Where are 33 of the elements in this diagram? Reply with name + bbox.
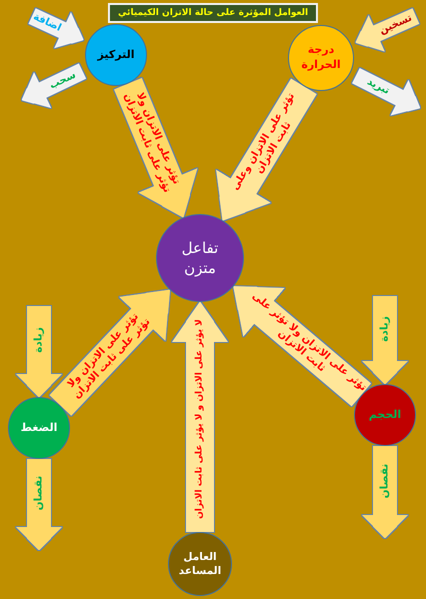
edge-label: لا يؤثر على الاتزان و لا يؤثر على ثابت الاتزان (194, 319, 206, 519)
edge-label: اضافة (31, 11, 64, 35)
block-arrow (362, 446, 408, 538)
edge-label: تسخين (378, 12, 414, 38)
edge-label: سحب (48, 69, 78, 92)
title-banner: العوامل المؤثرة على حالة الاتزان الكيميائي (108, 3, 318, 23)
block-arrow (233, 286, 372, 406)
block-arrow (22, 63, 86, 108)
edge-label: زيادة (378, 316, 392, 342)
block-arrow (16, 306, 62, 397)
node-label: تفاعل متزن (180, 238, 220, 278)
node-label: العامل المساعد (178, 550, 222, 578)
edge-label: تؤثر على الاتزان وعلى ثابت الاتزان (229, 90, 298, 194)
edge-label: نقصان (32, 476, 46, 510)
block-arrow (355, 8, 420, 52)
edge-label: تؤثر على الاتزان ولا تؤثر على ثابت الاتزان (120, 90, 183, 196)
block-arrow (362, 296, 408, 384)
node-label: درجة الحرارة (300, 43, 342, 73)
block-arrow (49, 290, 170, 416)
edge-label: زيادة (32, 327, 46, 353)
block-arrow (352, 68, 420, 116)
node-label: الضغط (20, 420, 58, 436)
block-arrow (172, 302, 228, 532)
node-label: التركيز (98, 48, 134, 62)
edge-label: تبريد (364, 76, 391, 98)
edge-label: تؤثر على الاتزان ولا تؤثر على ثابت الاتزان (64, 310, 154, 404)
edge-label: تؤثر على الاتزان ولا تؤثر على ثابت الاتزان (249, 290, 370, 396)
node-label: الحجم (368, 408, 402, 422)
edge-label: نقصان (378, 463, 392, 498)
block-arrow (16, 459, 62, 550)
factor-circle (288, 25, 354, 91)
factor-circle (85, 24, 147, 86)
block-arrow (28, 8, 84, 48)
